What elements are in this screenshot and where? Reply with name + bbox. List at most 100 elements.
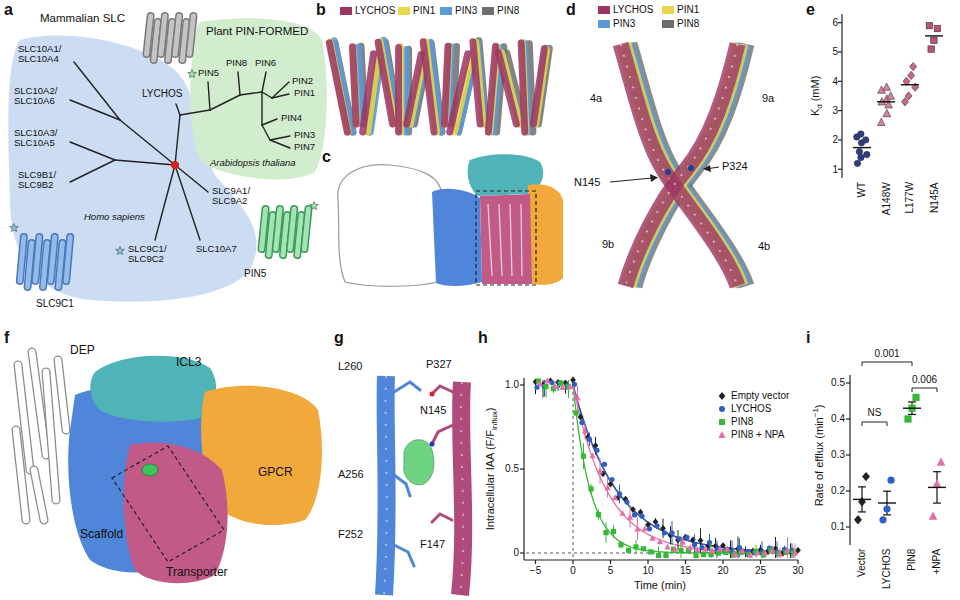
data-point — [862, 472, 870, 481]
helix-rod — [189, 16, 193, 54]
axis-title-part: (mM) — [809, 76, 821, 102]
helix-rod — [189, 16, 193, 54]
legend-item: LYCHOS — [598, 4, 653, 16]
tree-branch — [115, 160, 175, 165]
leaf-label: SLC10A1/ SLC10A4 — [18, 44, 68, 65]
data-point — [574, 394, 580, 400]
axis-line — [849, 375, 850, 545]
helix-rod — [58, 360, 66, 430]
axis-tick — [797, 560, 798, 564]
legend-swatch — [398, 7, 410, 15]
axis-tick — [846, 490, 850, 491]
legend-swatch — [598, 20, 610, 28]
error-bar — [883, 514, 891, 515]
legend-item: PIN3 — [598, 18, 635, 30]
axis-title-part: Intracellular IAA (F/F — [484, 430, 496, 530]
helix-label: 9a — [762, 92, 774, 105]
residue-label: N145 — [574, 176, 600, 189]
error-bar — [858, 511, 866, 512]
axis-tick-label: 0.3 — [831, 449, 845, 461]
significance-bracket — [912, 388, 937, 392]
helix-ribbon — [460, 382, 463, 595]
star-marker — [188, 70, 197, 78]
helix-ribbon — [626, 44, 738, 286]
axis-tick — [838, 81, 842, 82]
legend-text: PIN8 — [731, 416, 753, 428]
axis-tick — [535, 560, 536, 564]
tree-branch — [261, 92, 262, 125]
residue-label: L260 — [338, 360, 362, 373]
helix-rod — [521, 43, 525, 132]
error-bar — [883, 491, 891, 492]
data-point — [883, 505, 890, 512]
axis-title: Time (min) — [634, 579, 686, 592]
data-point — [679, 539, 685, 545]
legend-text: PIN3 — [455, 5, 477, 17]
data-point — [581, 454, 586, 459]
data-point — [701, 552, 706, 557]
helix-rod — [533, 49, 544, 124]
scaffold-outline — [338, 165, 445, 287]
legend-text: PIN8 — [497, 5, 519, 17]
data-point — [624, 499, 629, 504]
axis-tick-label: 6 — [832, 17, 838, 29]
tree-branch — [238, 72, 240, 95]
data-point — [908, 71, 915, 79]
data-point — [887, 92, 895, 99]
star-marker — [310, 202, 319, 210]
residue-label: P324 — [722, 160, 748, 173]
axis-tick-label: 0.4 — [831, 413, 845, 425]
tree-branch — [270, 136, 290, 140]
helix-rod — [450, 54, 468, 132]
data-point — [672, 546, 678, 552]
data-point — [912, 394, 919, 401]
data-point — [649, 535, 655, 541]
dep-surface — [90, 356, 216, 422]
data-point — [663, 553, 668, 558]
helix-ribbon — [621, 44, 738, 286]
leaf-label: PIN8 — [226, 58, 247, 69]
axis-tick — [760, 560, 761, 564]
panel-letter: d — [566, 1, 576, 19]
domain-label: ICL3 — [176, 356, 201, 370]
axis-tick-label: 2 — [832, 134, 838, 146]
legend-item: PIN1 — [662, 4, 699, 16]
helix-rod — [498, 52, 516, 124]
data-point — [856, 148, 862, 154]
legend-item: PIN8 — [482, 5, 519, 17]
data-point — [718, 431, 725, 438]
category-label: A148W — [880, 182, 892, 215]
axis-tick-label: 0 — [513, 547, 519, 559]
fit-curve — [573, 385, 798, 553]
legend-text: PIN8 — [677, 18, 699, 30]
data-point — [863, 137, 869, 143]
data-point — [618, 542, 623, 547]
axis-tick — [572, 560, 573, 564]
axis-tick — [846, 526, 850, 527]
data-point — [612, 494, 618, 500]
tree-root — [171, 161, 179, 169]
helix-rod — [147, 16, 151, 54]
data-point — [854, 515, 862, 524]
axis-tick-label: 10 — [642, 565, 653, 577]
tree-branch — [176, 104, 180, 115]
tree-branch — [175, 165, 200, 240]
data-point — [690, 536, 696, 543]
legend-marker — [716, 417, 728, 427]
axis-tick-label: 1.0 — [505, 379, 519, 391]
helix-rod — [329, 43, 347, 132]
leader-line — [610, 178, 652, 182]
helix-rod — [161, 16, 165, 54]
axis-tick-label: 0.2 — [831, 485, 845, 497]
legend-text: PIN3 — [613, 18, 635, 30]
data-point — [877, 118, 885, 125]
leaf-label: SLC9B1/ SLC9B2 — [18, 170, 64, 191]
residue-label: A256 — [338, 468, 364, 481]
category-label: +NPA — [931, 549, 943, 575]
star-marker — [116, 247, 125, 255]
data-point — [687, 544, 693, 550]
category-label: LYCHOS — [881, 549, 893, 589]
helix-rod — [395, 47, 402, 132]
helix-rod — [35, 237, 39, 281]
data-point — [589, 452, 595, 458]
